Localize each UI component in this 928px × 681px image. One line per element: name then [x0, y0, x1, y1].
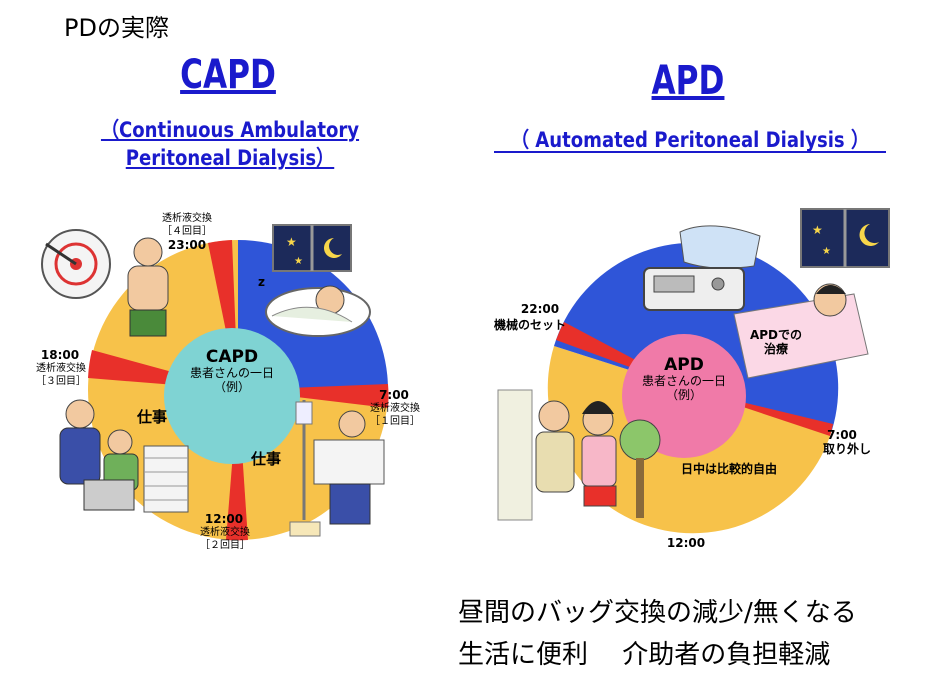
capd-exchange2-time: 12:00: [204, 512, 244, 526]
apd-noon-time: 12:00: [666, 536, 706, 550]
apd-free-label: 日中は比較的自由: [680, 462, 777, 476]
apd-title: APD: [651, 58, 725, 104]
capd-exchange3-label: 透析液交換［３回目］: [36, 363, 86, 387]
capd-exchange2-label: 透析液交換［２回目］: [200, 527, 250, 551]
apd-setup-label: 機械のセット: [493, 318, 566, 332]
apd-night-window-icon: ★ ★: [800, 208, 890, 268]
apd-remove-time: 7:00: [827, 428, 857, 442]
office-workers-icon: [59, 399, 189, 513]
svg-text:★: ★: [812, 223, 823, 237]
apd-setup-time: 22:00: [520, 302, 560, 316]
capd-exchange1-time: 7:00: [379, 388, 409, 402]
apd-treatment-label: APDでの治療: [749, 328, 803, 356]
summary-line-1: 昼間のバッグ交換の減少/無くなる: [458, 598, 857, 628]
apd-center-text: APD 患者さんの一日 （例）: [641, 355, 726, 403]
capd-work-right: 仕事: [250, 450, 281, 468]
dialysis-machine-icon: [643, 225, 761, 311]
svg-text:★: ★: [822, 246, 831, 257]
capd-exchange-noon: [226, 390, 248, 541]
svg-text:★: ★: [294, 256, 303, 267]
capd-exchange4-label: 透析液交換［４回目］: [162, 213, 212, 237]
clock-dial-icon: [41, 229, 111, 299]
svg-text:★: ★: [286, 235, 297, 249]
reading-person-icon: [289, 400, 385, 537]
page-title: PDの実際: [64, 14, 169, 42]
capd-exchange4-time: 23:00: [167, 238, 207, 252]
capd-work-left: 仕事: [136, 408, 167, 426]
summary-line-2: 生活に便利 介助者の負担軽減: [458, 640, 831, 670]
two-girls-icon: [497, 389, 661, 521]
sleeping-person-icon: z: [258, 275, 371, 337]
svg-text:z: z: [258, 275, 265, 289]
capd-center-circle: [164, 328, 300, 464]
apd-remove-label: 取り外し: [822, 442, 871, 456]
night-window-icon: ★ ★: [272, 224, 352, 272]
capd-exchange1-label: 透析液交換［１回目］: [370, 403, 420, 427]
apd-subtitle: （ Automated Peritoneal Dialysis ）: [510, 128, 870, 152]
capd-subtitle: （Continuous Ambulatory Peritoneal Dialys…: [100, 118, 360, 170]
standing-person-icon: [127, 237, 169, 337]
capd-center-text: CAPD 患者さんの一日 （例）: [189, 347, 274, 395]
apd-subtitle-underline: [494, 151, 886, 153]
capd-exchange3-time: 18:00: [40, 348, 80, 362]
capd-title: CAPD: [180, 52, 276, 98]
sleeping-girl-icon: [733, 283, 869, 379]
